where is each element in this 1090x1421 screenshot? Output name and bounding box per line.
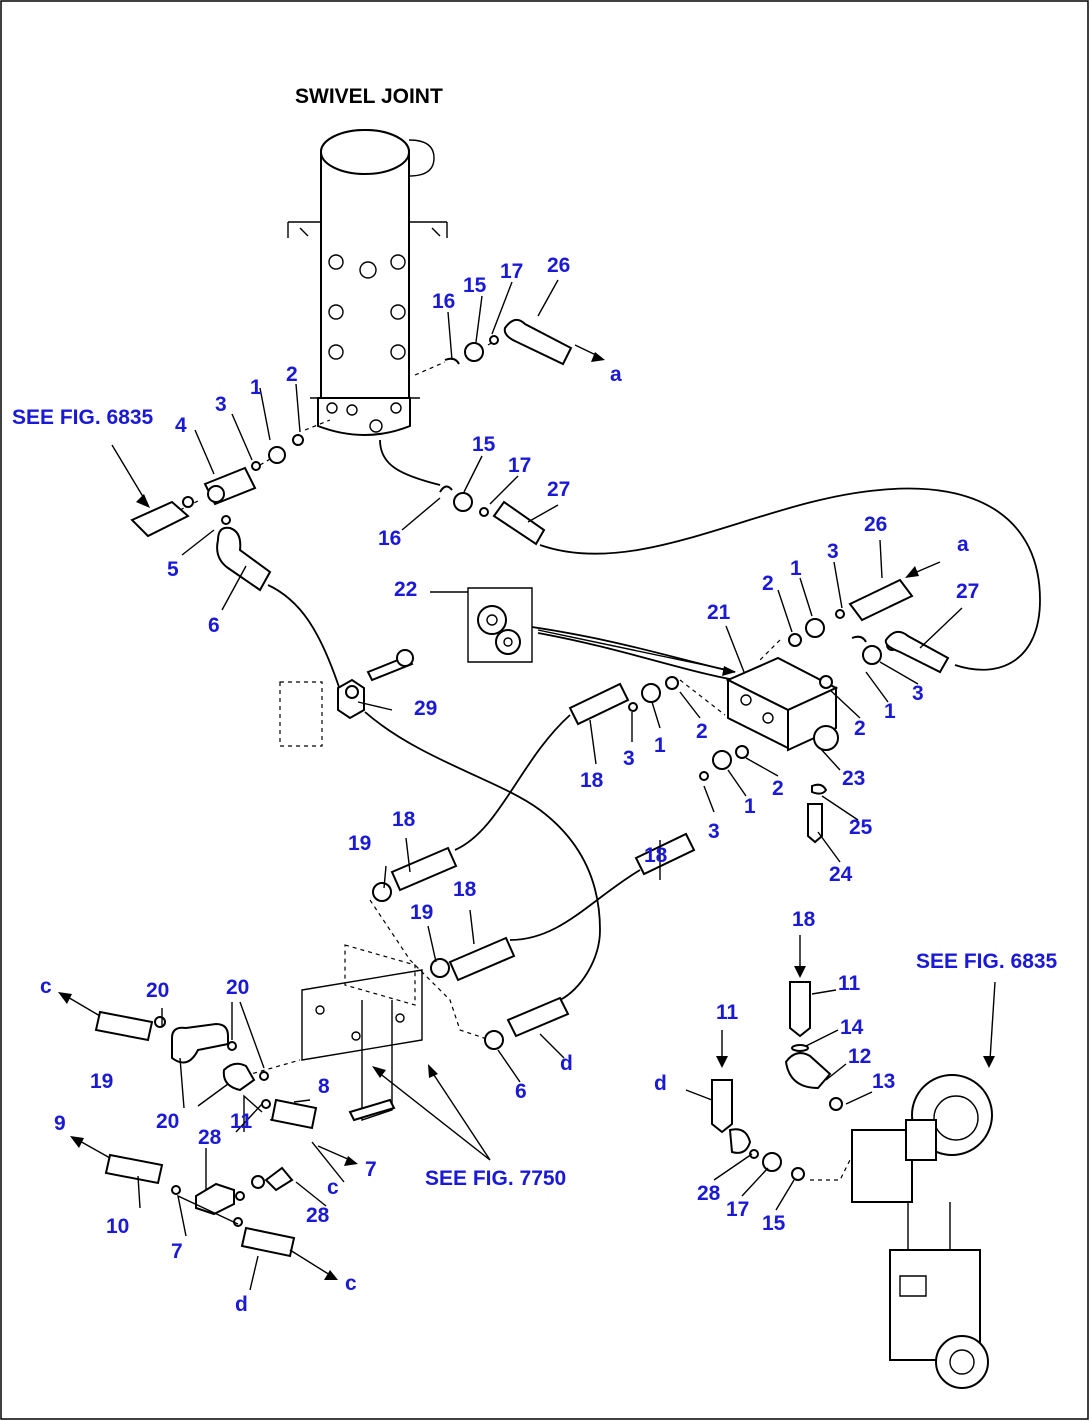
callout-19: 20: [156, 1110, 179, 1133]
callout-20: 20: [146, 979, 169, 1002]
callout-16: 16: [378, 527, 401, 550]
callout-5: 5: [167, 558, 179, 581]
callout-18: 18: [392, 808, 416, 831]
callout-11: c: [327, 1176, 339, 1199]
callout-17: 28: [697, 1182, 721, 1205]
callout-29: 29: [414, 697, 437, 720]
callout-18: 18: [453, 878, 477, 901]
callout-15: 15: [472, 433, 496, 456]
callout-c: 18: [792, 908, 816, 931]
swivel-joint: [287, 129, 448, 436]
callout-1: 1: [654, 734, 666, 757]
callout-17: 17: [508, 454, 531, 477]
callout-d: 9: [54, 1112, 66, 1135]
callout-26: 26: [864, 513, 887, 536]
see-fig-7750: SEE FIG. 7750: [425, 1167, 566, 1190]
callout-28: d: [235, 1293, 248, 1316]
callout-27: 27: [547, 478, 570, 501]
callout-14: 14: [840, 1016, 864, 1039]
callout-23: 23: [842, 767, 865, 790]
valve-block-21: [725, 656, 839, 844]
callout-3: 3: [215, 393, 227, 416]
leader-lines: [137, 279, 963, 1291]
callout-18: 18: [644, 844, 668, 867]
callout-15: 17: [726, 1198, 749, 1221]
callout-22: 22: [394, 578, 417, 601]
callout-19: 19: [348, 832, 371, 855]
callout-2: 2: [696, 720, 708, 743]
callout-20: 20: [226, 976, 249, 999]
callout-16: 15: [762, 1212, 786, 1235]
callout-26: 26: [547, 254, 570, 277]
callout-28: d: [654, 1072, 667, 1095]
callout-7: 6: [515, 1080, 527, 1103]
callout-13: 13: [872, 1070, 895, 1093]
callout-17: 17: [500, 260, 523, 283]
callout-19: 19: [410, 901, 433, 924]
bracket-plate: [301, 944, 423, 1122]
callout-3: 3: [708, 820, 720, 843]
callout-2: 2: [854, 717, 866, 740]
callout-11: 11: [838, 972, 861, 995]
callout-8: 11: [230, 1110, 253, 1133]
callout-25: 25: [849, 816, 873, 839]
callout-3: 3: [912, 682, 924, 705]
callout-16: 16: [432, 290, 455, 313]
callout-3: 3: [623, 747, 635, 770]
left-upper-fittings: [130, 318, 573, 592]
callout-d: c: [345, 1272, 357, 1295]
callout-6: d: [560, 1052, 573, 1075]
callout-1: 1: [744, 795, 756, 818]
clamp-29: [279, 649, 414, 747]
callout-10: 7: [171, 1240, 183, 1263]
valve-fittings: [568, 578, 950, 876]
callout-7: 28: [306, 1204, 330, 1227]
callout-12: 12: [848, 1045, 871, 1068]
callout-3: 3: [827, 540, 839, 563]
callout-2: 2: [286, 363, 298, 386]
callout-21: 21: [707, 601, 731, 624]
callout-6: 6: [208, 614, 220, 637]
callout-1: 1: [250, 376, 262, 399]
inset-gear-22: [467, 587, 533, 663]
diagram-title: SWIVEL JOINT: [295, 85, 443, 108]
callout-1: 1: [884, 700, 896, 723]
callout-2: 2: [762, 572, 774, 595]
lower-hose-ends: [372, 846, 570, 1050]
see-fig-6835-left: SEE FIG. 6835: [12, 406, 154, 429]
lower-left-fittings: [94, 1010, 318, 1258]
cylinder-assembly: [851, 1074, 993, 1389]
hose-lines: [179, 337, 1041, 1181]
callout-c: 7: [365, 1158, 377, 1181]
callout-2: 2: [772, 777, 784, 800]
labels: SWIVEL JOINT SEE FIG. 6835 SEE FIG. 6835…: [12, 85, 1058, 1316]
callout-11: 19: [90, 1070, 113, 1093]
callout-20: 8: [318, 1075, 330, 1098]
callout-c: c: [40, 975, 52, 998]
callout-15: 15: [463, 274, 487, 297]
callout-9: 28: [198, 1126, 222, 1149]
right-lower-fittings: [711, 981, 843, 1181]
callout-a: a: [610, 363, 622, 386]
callout-24: 24: [829, 863, 853, 886]
callout-28: 10: [106, 1215, 129, 1238]
see-fig-6835-right: SEE FIG. 6835: [916, 950, 1058, 973]
callout-a: a: [957, 533, 969, 556]
callout-d: 11: [716, 1001, 739, 1024]
callout-4: 4: [175, 414, 187, 437]
callout-18: 18: [580, 769, 604, 792]
callout-1: 1: [790, 557, 802, 580]
arrows: [58, 344, 996, 1280]
callout-27: 27: [956, 580, 979, 603]
